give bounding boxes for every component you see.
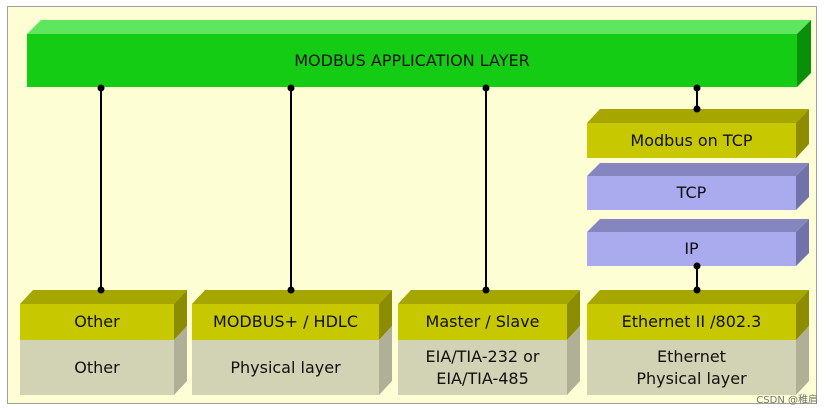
- column-other-lower-front: [20, 340, 174, 395]
- column-ethernet-lower-side: [796, 326, 809, 395]
- application-layer-side-face: [797, 20, 811, 87]
- connector-dot: [693, 84, 701, 92]
- column-other: [20, 290, 187, 395]
- connector-dot: [693, 105, 701, 113]
- application-layer-block: [27, 20, 811, 87]
- modbus-tcp-top-face: [587, 109, 809, 123]
- modbus-tcp-label: Modbus on TCP: [630, 130, 753, 150]
- column-master-slave-lower-side: [567, 326, 580, 395]
- connector-dot: [693, 262, 701, 270]
- connector-dot: [97, 286, 105, 294]
- column-other-top-label: Other: [74, 312, 120, 331]
- column-master-slave-upper-front: [398, 304, 567, 340]
- column-ethernet-bottom-label: Ethernet Physical layer: [587, 340, 796, 395]
- connectors: [97, 84, 701, 294]
- column-other-bottom-label: Other: [20, 340, 174, 395]
- column-ethernet-top-face: [587, 290, 809, 304]
- application-layer-label: MODBUS APPLICATION LAYER: [294, 50, 530, 70]
- column-ethernet-upper-side: [796, 290, 809, 340]
- connector-dot: [287, 84, 295, 92]
- column-modbus-plus-upper-front: [192, 304, 379, 340]
- connector-dot: [482, 286, 490, 294]
- tcp-side-face: [796, 163, 809, 210]
- column-other-lower-side: [174, 326, 187, 395]
- tcp-label: TCP: [676, 183, 707, 202]
- watermark: CSDN @稚肩: [756, 395, 818, 406]
- tcp-top-face: [587, 163, 809, 176]
- tcp-front-face: [587, 176, 796, 210]
- ip-block: [587, 219, 809, 266]
- ip-top-face: [587, 219, 809, 232]
- ip-side-face: [796, 219, 809, 266]
- column-master-slave: [398, 290, 580, 395]
- column-other-upper-side: [174, 290, 187, 340]
- column-master-slave-upper-side: [567, 290, 580, 340]
- column-modbus-plus-lower-side: [379, 326, 392, 395]
- tcp-block: [587, 163, 809, 210]
- column-master-slave-lower-front: [398, 340, 567, 395]
- connector-dot: [97, 84, 105, 92]
- column-modbus-plus-lower-front: [192, 340, 379, 395]
- column-ethernet-bottom-line-2: Physical layer: [636, 368, 747, 388]
- modbus-tcp-block: [587, 109, 809, 158]
- application-layer-top-face: [27, 20, 811, 34]
- connector-dot: [287, 286, 295, 294]
- column-master-slave-top-label: Master / Slave: [425, 312, 540, 331]
- column-modbus-plus-bottom-label: Physical layer: [192, 340, 379, 395]
- column-master-slave-bottom-line-1: EIA/TIA-232 or: [425, 346, 540, 366]
- column-ethernet: [587, 290, 809, 395]
- column-master-slave-top-face: [398, 290, 580, 304]
- modbus-tcp-side-face: [796, 109, 809, 158]
- column-other-bottom-line: Other: [74, 357, 120, 377]
- column-other-top-face: [20, 290, 187, 304]
- column-ethernet-upper-front: [587, 304, 796, 340]
- column-master-slave-bottom-label: EIA/TIA-232 or EIA/TIA-485: [398, 340, 567, 395]
- connector-dot: [693, 286, 701, 294]
- column-modbus-plus-top-label: MODBUS+ / HDLC: [213, 312, 358, 331]
- ip-label: IP: [684, 239, 699, 258]
- column-modbus-plus: [192, 290, 392, 395]
- column-ethernet-top-label: Ethernet II /802.3: [621, 312, 762, 331]
- column-master-slave-bottom-line-2: EIA/TIA-485: [436, 368, 529, 388]
- column-modbus-plus-bottom-line: Physical layer: [230, 357, 341, 377]
- modbus-tcp-front-face: [587, 123, 796, 158]
- column-ethernet-lower-front: [587, 340, 796, 395]
- column-other-upper-front: [20, 304, 174, 340]
- application-layer-front-face: [27, 34, 797, 87]
- connector-dot: [482, 84, 490, 92]
- column-modbus-plus-top-face: [192, 290, 392, 304]
- column-ethernet-bottom-line-1: Ethernet: [657, 346, 726, 366]
- ip-front-face: [587, 232, 796, 266]
- column-modbus-plus-upper-side: [379, 290, 392, 340]
